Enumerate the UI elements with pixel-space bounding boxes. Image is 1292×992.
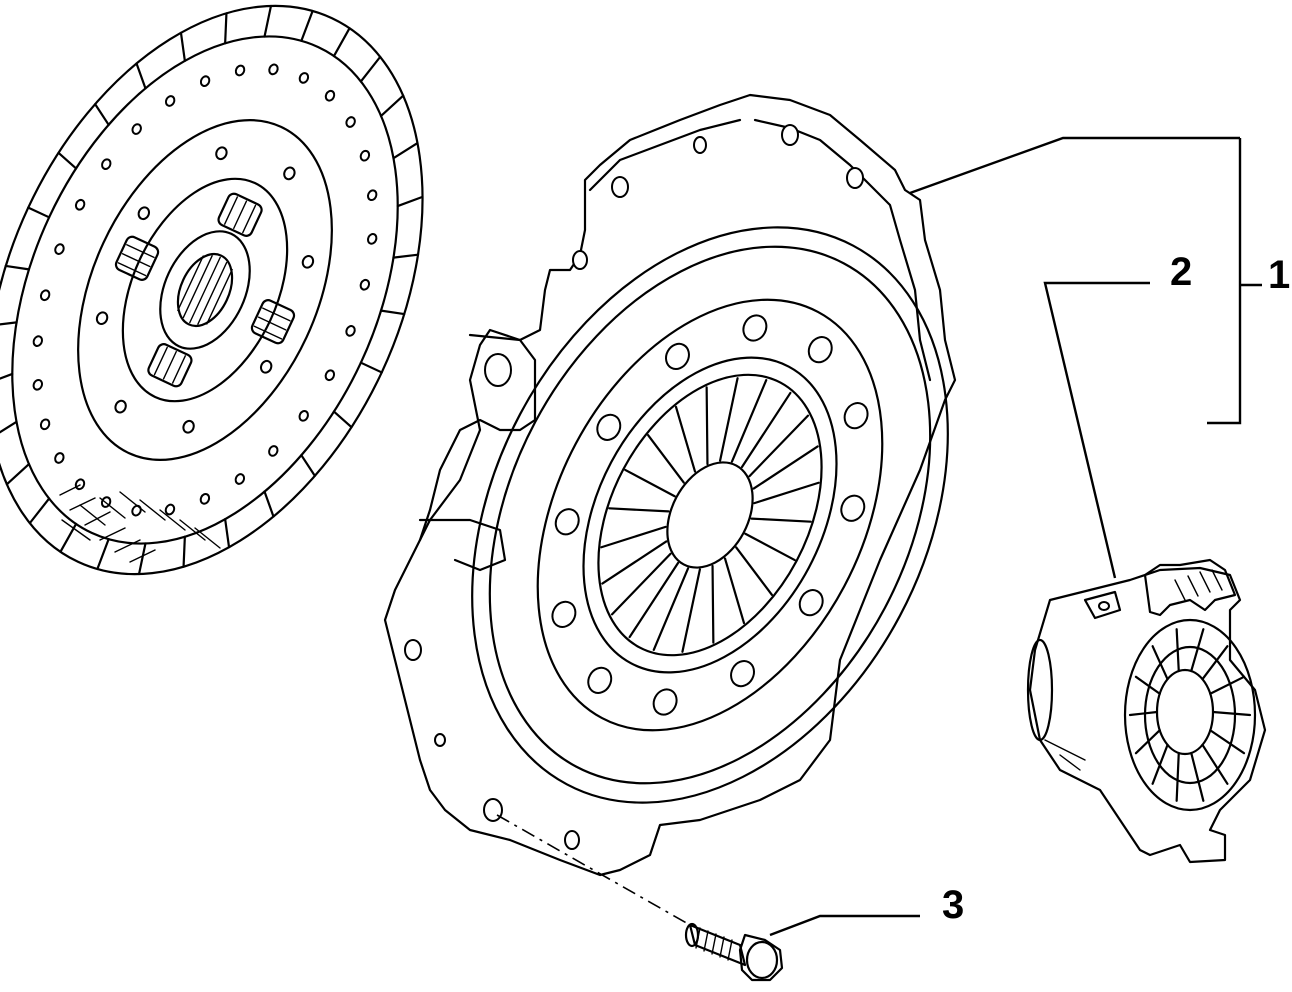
flange-holes <box>404 124 864 850</box>
disc-spline <box>176 252 234 328</box>
leader-3 <box>769 914 920 937</box>
callout-2: 2 <box>1170 250 1193 294</box>
disc-hub-plate <box>77 119 333 461</box>
leader-2 <box>1043 281 1150 579</box>
disc-friction-inner <box>11 35 399 545</box>
bolt-head-face <box>745 940 779 980</box>
bolt-head <box>738 933 784 982</box>
rivet-holes <box>32 63 378 517</box>
cover-bolt-holes <box>551 314 869 716</box>
diaphragm-fingers <box>600 377 820 653</box>
leader-1-bracket <box>1207 138 1242 425</box>
callout-leaders <box>496 136 1262 937</box>
diaphragm-ring-outer <box>582 356 838 674</box>
disc-hub <box>159 230 251 350</box>
bearing-cage-outer <box>1123 618 1257 812</box>
callout-1: 1 <box>1268 253 1291 297</box>
lower-bracket <box>418 518 507 572</box>
bearing-tab <box>1083 590 1122 620</box>
bearing-housing <box>1028 566 1267 864</box>
cover-flange <box>383 93 957 877</box>
bearing-clip <box>1143 558 1237 617</box>
diaphragm-center <box>666 461 754 569</box>
friction-segment-lines <box>0 4 424 576</box>
callout-3: 3 <box>942 883 965 927</box>
release-bearing <box>1026 558 1267 864</box>
bolt-axis-line <box>496 814 691 926</box>
cover-face <box>536 298 884 732</box>
diaphragm-ring <box>597 373 823 657</box>
damper-springs <box>114 192 296 388</box>
spline-teeth <box>177 255 233 325</box>
bolt <box>684 922 784 982</box>
disc-spring-ring <box>121 177 289 403</box>
leader-1-top <box>909 136 1240 195</box>
left-bracket <box>418 333 537 542</box>
friction-texture <box>59 484 221 563</box>
bearing-front-ring <box>1026 638 1054 742</box>
cover-body-rim <box>488 245 932 785</box>
bolt-thread <box>695 927 733 961</box>
bearing-cage-inner <box>1143 645 1237 785</box>
bearing-bore <box>1155 668 1215 756</box>
clutch-disc <box>0 4 424 576</box>
cover-flange-inner <box>588 118 932 382</box>
cover-body <box>471 226 949 804</box>
pressure-plate-cover <box>383 93 957 877</box>
bearing-ribs <box>1128 628 1252 802</box>
